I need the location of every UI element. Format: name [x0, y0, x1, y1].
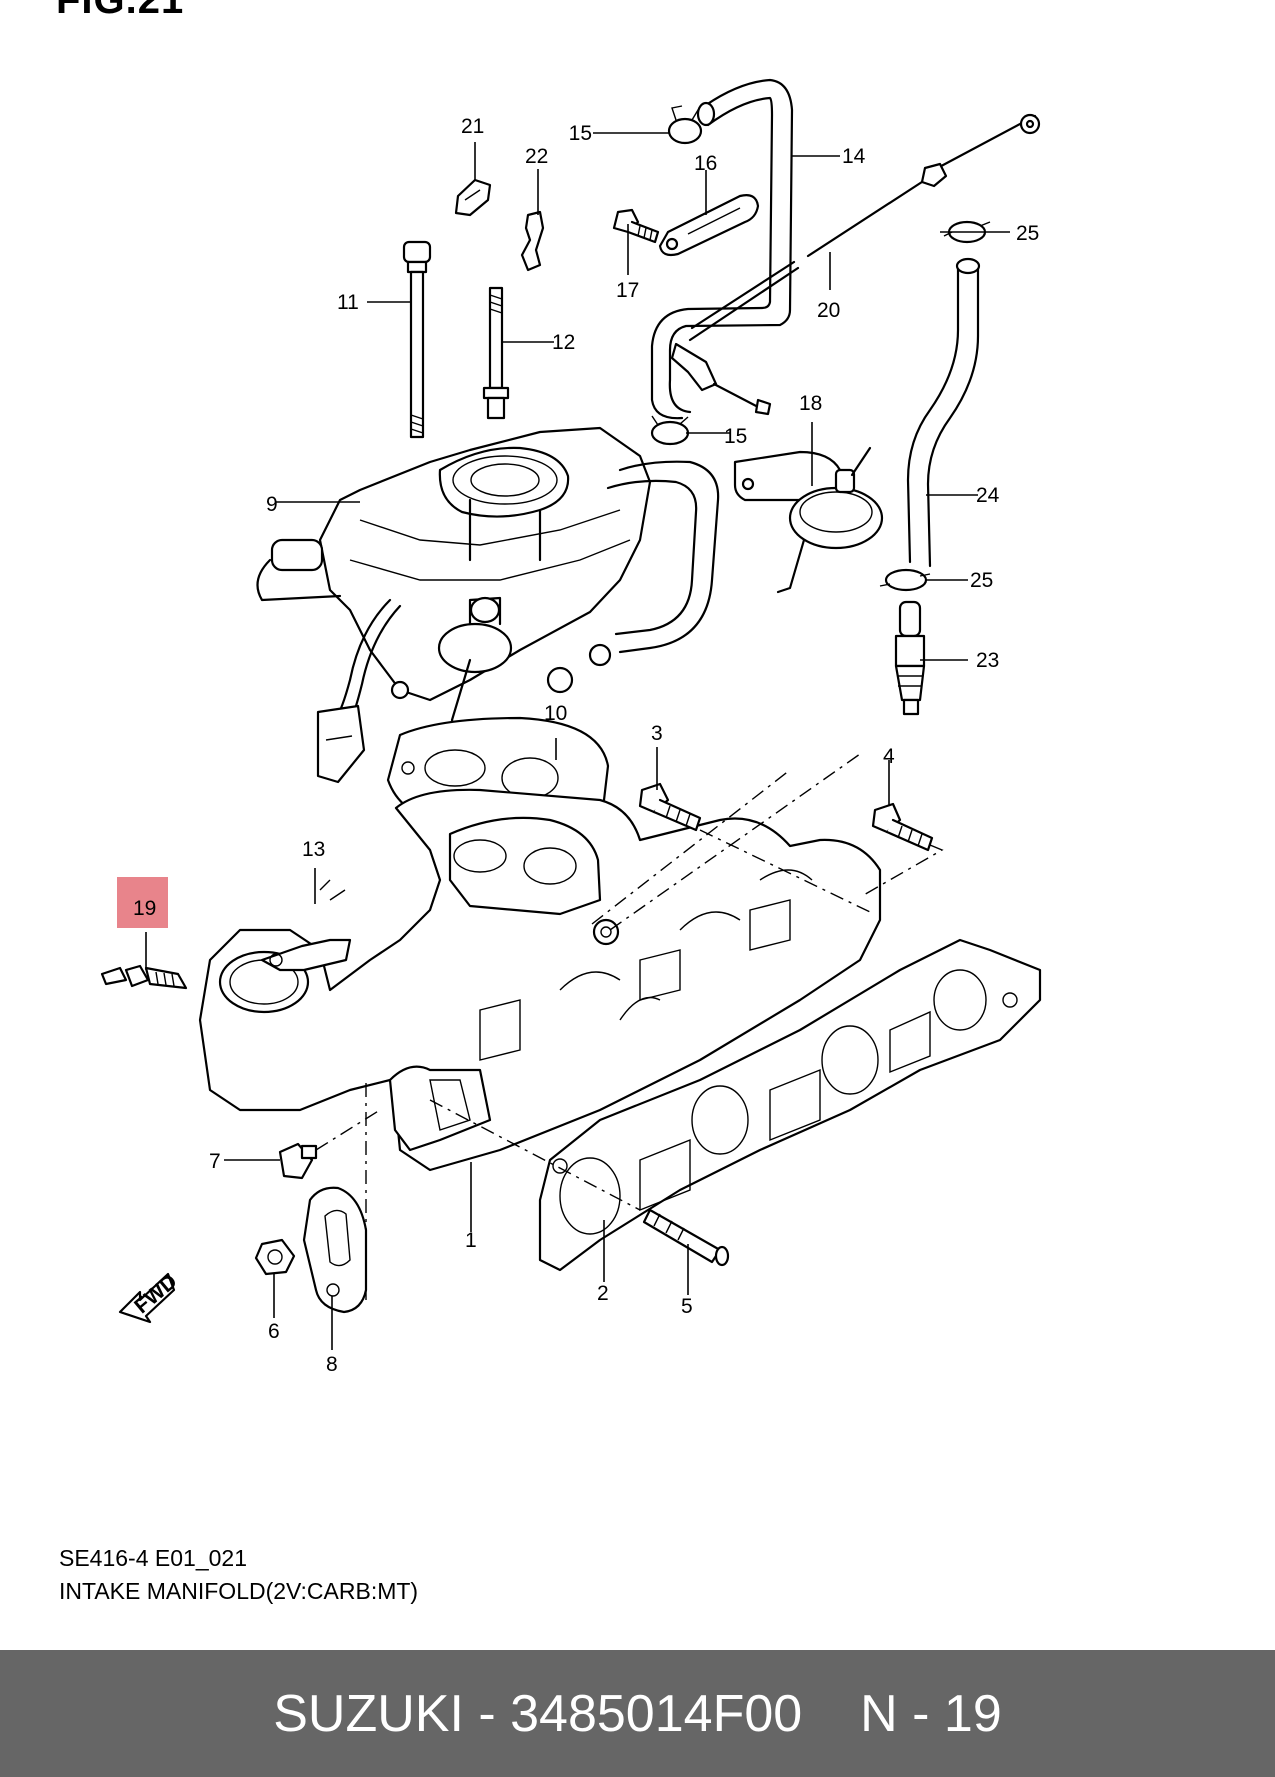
- part-label-13[interactable]: 13: [302, 838, 325, 861]
- part-label-3[interactable]: 3: [651, 722, 663, 745]
- part-label-9[interactable]: 9: [266, 493, 278, 516]
- part-label-5[interactable]: 5: [681, 1295, 693, 1318]
- fwd-arrow-icon: FWD: [118, 1270, 182, 1324]
- part-label-22[interactable]: 22: [525, 145, 548, 168]
- part-label-8[interactable]: 8: [326, 1353, 338, 1376]
- part-21-clip[interactable]: [454, 178, 492, 217]
- part-label-19[interactable]: 19: [133, 897, 156, 920]
- footer-separator: -: [463, 1684, 511, 1743]
- part-19-sensor[interactable]: [100, 964, 188, 990]
- part-2-gasket[interactable]: [538, 938, 1042, 1272]
- footer-ref: N - 19: [860, 1684, 1002, 1743]
- part-label-11[interactable]: 11: [337, 291, 359, 314]
- part-3-bolt[interactable]: [638, 782, 702, 832]
- part-label-12[interactable]: 12: [552, 331, 575, 354]
- ref-line-5: [429, 1099, 641, 1211]
- footer-bar: SUZUKI - 3485014F00 N - 19: [0, 1650, 1275, 1777]
- part-label-16[interactable]: 16: [694, 152, 717, 175]
- part-1-intake-manifold[interactable]: [198, 788, 882, 1172]
- part-12-stud[interactable]: [482, 286, 510, 420]
- part-label-25-top[interactable]: 25: [1016, 222, 1039, 245]
- part-labels: 21 22 15 14 16 17 25 11 12 20 18 15 9 24…: [133, 115, 1039, 1376]
- part-20-cable[interactable]: [670, 113, 1041, 416]
- ref-line-4: [609, 753, 944, 931]
- part-label-24[interactable]: 24: [976, 484, 1000, 507]
- part-22-clamp[interactable]: [520, 210, 545, 272]
- part-label-4[interactable]: 4: [883, 745, 895, 768]
- part-label-10[interactable]: 10: [544, 702, 567, 725]
- part-label-18[interactable]: 18: [799, 392, 822, 415]
- part-label-7[interactable]: 7: [209, 1150, 221, 1173]
- part-18-bracket[interactable]: [733, 446, 884, 594]
- part-11-bolt[interactable]: [402, 240, 432, 439]
- part-24-hose[interactable]: [906, 257, 981, 568]
- part-16-bracket[interactable]: [658, 194, 760, 257]
- part-15-clamp-top[interactable]: [667, 105, 705, 145]
- part-label-1[interactable]: 1: [465, 1229, 477, 1252]
- part-17-bolt[interactable]: [612, 208, 660, 244]
- ref-line-7: [315, 1109, 381, 1151]
- figure-title: FIG.21: [56, 0, 185, 22]
- part-label-23[interactable]: 23: [976, 649, 999, 672]
- part-25-clamp-bottom[interactable]: [879, 568, 931, 592]
- part-8-gasket[interactable]: [302, 1186, 368, 1314]
- part-label-25-bottom[interactable]: 25: [970, 569, 993, 592]
- footer-brand: SUZUKI: [273, 1684, 464, 1743]
- part-23-connector[interactable]: [894, 600, 926, 716]
- part-9-carburetor[interactable]: [256, 426, 720, 784]
- part-label-14[interactable]: 14: [842, 145, 866, 168]
- part-label-17[interactable]: 17: [616, 279, 639, 302]
- part-6-nut[interactable]: [254, 1238, 296, 1276]
- fwd-label: FWD: [130, 1270, 181, 1318]
- highlight-box-19: [117, 877, 168, 928]
- ref-line-3: [591, 769, 871, 925]
- part-13-bracket[interactable]: [260, 938, 352, 972]
- parts-diagram: FWD 21 22: [100, 78, 1042, 1376]
- part-label-21[interactable]: 21: [461, 115, 484, 138]
- part-14-pipe[interactable]: [650, 78, 794, 420]
- footer-part-number: 3485014F00: [510, 1684, 803, 1743]
- part-label-20[interactable]: 20: [817, 299, 840, 322]
- part-label-2[interactable]: 2: [597, 1282, 609, 1305]
- part-15-clamp-bottom[interactable]: [650, 415, 690, 446]
- part-label-15-bottom[interactable]: 15: [724, 425, 747, 448]
- figure-code: SE416-4 E01_021: [59, 1545, 247, 1571]
- figure-name: INTAKE MANIFOLD(2V:CARB:MT): [59, 1578, 419, 1604]
- part-7-plug[interactable]: [278, 1142, 318, 1180]
- part-label-6[interactable]: 6: [268, 1320, 280, 1343]
- part-4-bolt[interactable]: [871, 802, 934, 852]
- leader-lines: [145, 132, 1010, 1350]
- part-label-15-top[interactable]: 15: [569, 122, 592, 145]
- part-5-stud[interactable]: [642, 1208, 730, 1267]
